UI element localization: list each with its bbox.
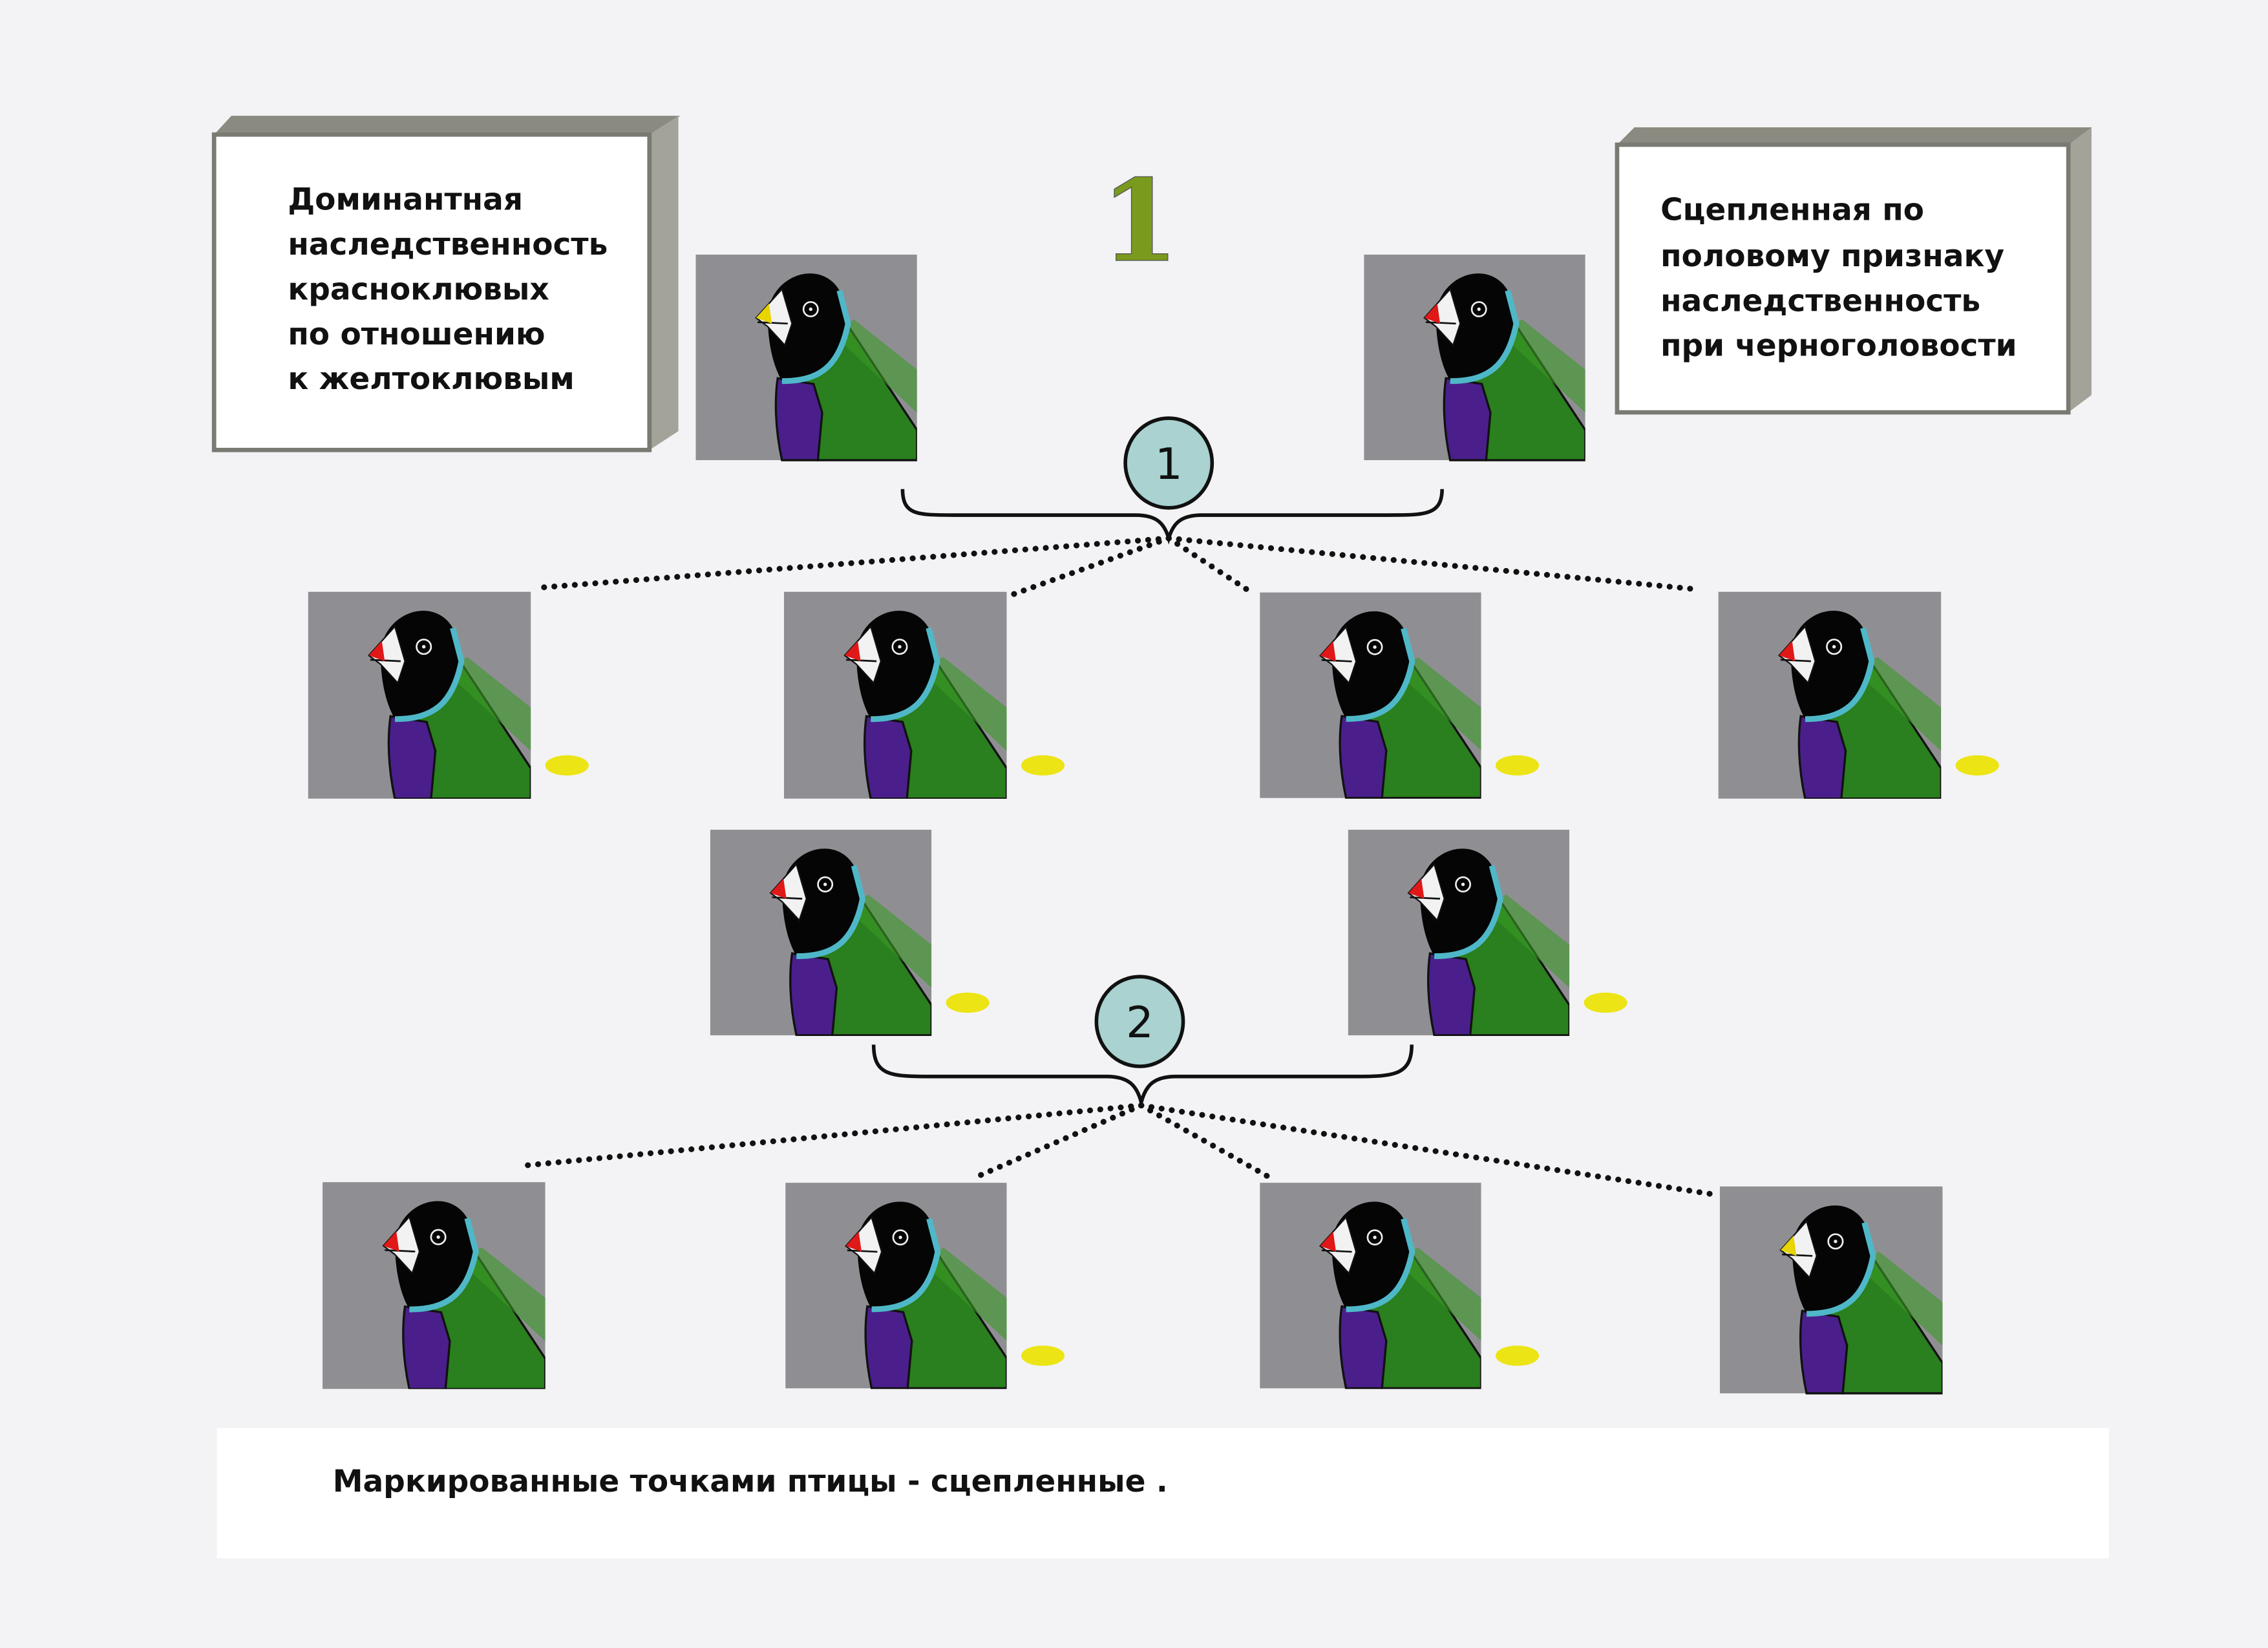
connectors <box>514 535 1722 1198</box>
left-box-line: красноклювых <box>288 271 549 307</box>
connector-line <box>1138 1102 1276 1183</box>
connector-line <box>1005 535 1172 599</box>
bird-red-beak <box>1719 592 1942 799</box>
right-box-line: наследственность <box>1660 283 1980 319</box>
connector-line <box>1165 535 1256 597</box>
bird-red-beak <box>1260 593 1481 798</box>
bird-red-beak <box>1364 255 1585 460</box>
bird-red-beak <box>308 592 531 799</box>
linked-marker-dot <box>1955 755 1999 776</box>
linked-marker-dot <box>1584 992 1627 1013</box>
bird-red-beak <box>710 830 931 1035</box>
bird-red-beak <box>785 1183 1006 1388</box>
left-box-line: по отношению <box>288 317 545 352</box>
cross-badge-1: 1 <box>1123 416 1214 510</box>
connector-line <box>539 535 1172 591</box>
connector-line <box>1165 535 1695 592</box>
right-box-line: половому признаку <box>1660 238 2004 274</box>
bird-red-beak <box>1260 1183 1481 1388</box>
connector-line <box>1138 1102 1722 1198</box>
left-box-line: к желтоклювым <box>288 361 574 397</box>
badge-label: 2 <box>1126 997 1154 1048</box>
bird-red-beak <box>1348 830 1569 1035</box>
bird-red-beak <box>784 592 1007 799</box>
linked-marker-dot <box>1021 755 1065 776</box>
right-box-line: при черноголовости <box>1660 328 2017 364</box>
svg-text:Сцепленная по половому: Сцепленная по половому признаку наследст… <box>1660 192 2017 363</box>
left-box-line: наследственность <box>288 227 608 262</box>
connector-line <box>514 1102 1145 1169</box>
footer-note-box: Маркированные точками птицы - сцепленные… <box>217 1428 2109 1559</box>
linked-marker-dot <box>545 755 589 776</box>
cross-badge-2: 2 <box>1094 975 1185 1068</box>
left-info-box: Доминантная наследственность красноклювы… <box>211 116 680 452</box>
title-number: 1 <box>1101 155 1179 288</box>
linked-marker-dot <box>1495 755 1540 776</box>
bird-yellow-beak <box>1720 1187 1943 1393</box>
bird-yellow-beak <box>695 255 917 460</box>
linked-marker-dot <box>1495 1346 1540 1366</box>
right-info-box: Сцепленная по половому признаку наследст… <box>1615 127 2092 415</box>
linked-marker-dot <box>1021 1346 1065 1366</box>
right-box-line: Сцепленная по <box>1660 192 1924 227</box>
badge-label: 1 <box>1155 439 1183 489</box>
footer-note: Маркированные точками птицы - сцепленные… <box>333 1464 1168 1499</box>
bird-red-beak <box>323 1182 546 1389</box>
svg-text:Доминантная наследственн: Доминантная наследственность красноклювы… <box>288 182 618 397</box>
birds <box>308 255 1999 1393</box>
connector-line <box>975 1102 1145 1179</box>
left-box-line: Доминантная <box>288 182 523 218</box>
linked-marker-dot <box>946 992 990 1013</box>
